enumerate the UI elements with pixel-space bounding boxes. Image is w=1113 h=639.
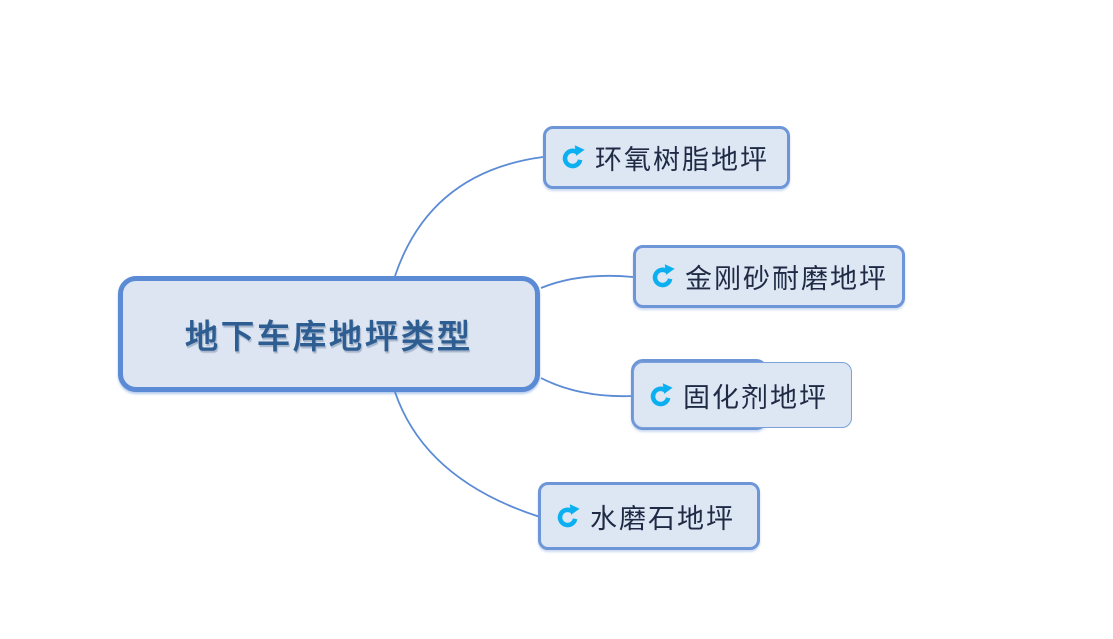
refresh-icon [560,145,585,170]
connector-root-to-child-4 [394,391,541,518]
child-node-label: 金刚砂耐磨地坪 [685,264,888,294]
child-node-curing-agent[interactable]: 固化剂地坪 [631,362,828,428]
refresh-icon [648,382,673,408]
root-node[interactable]: 地下车库地坪类型 [118,276,540,392]
connector-root-to-child-3 [540,377,634,398]
child-node-label: 水磨石地坪 [590,503,735,534]
refresh-icon [555,503,580,529]
child-node-epoxy-resin[interactable]: 环氧树脂地坪 [543,126,790,189]
refresh-icon [650,264,675,289]
child-node-terrazzo[interactable]: 水磨石地坪 [538,482,760,550]
connector-root-to-child-2 [540,274,634,289]
child-node-emery-wearproof[interactable]: 金刚砂耐磨地坪 [633,245,905,308]
child-node-curing-agent-backplate [633,362,852,428]
child-node-label: 固化剂地坪 [683,382,828,413]
root-node-label: 地下车库地坪类型 [185,318,473,355]
child-node-label: 环氧树脂地坪 [595,145,769,175]
connector-root-to-child-1 [394,156,544,277]
